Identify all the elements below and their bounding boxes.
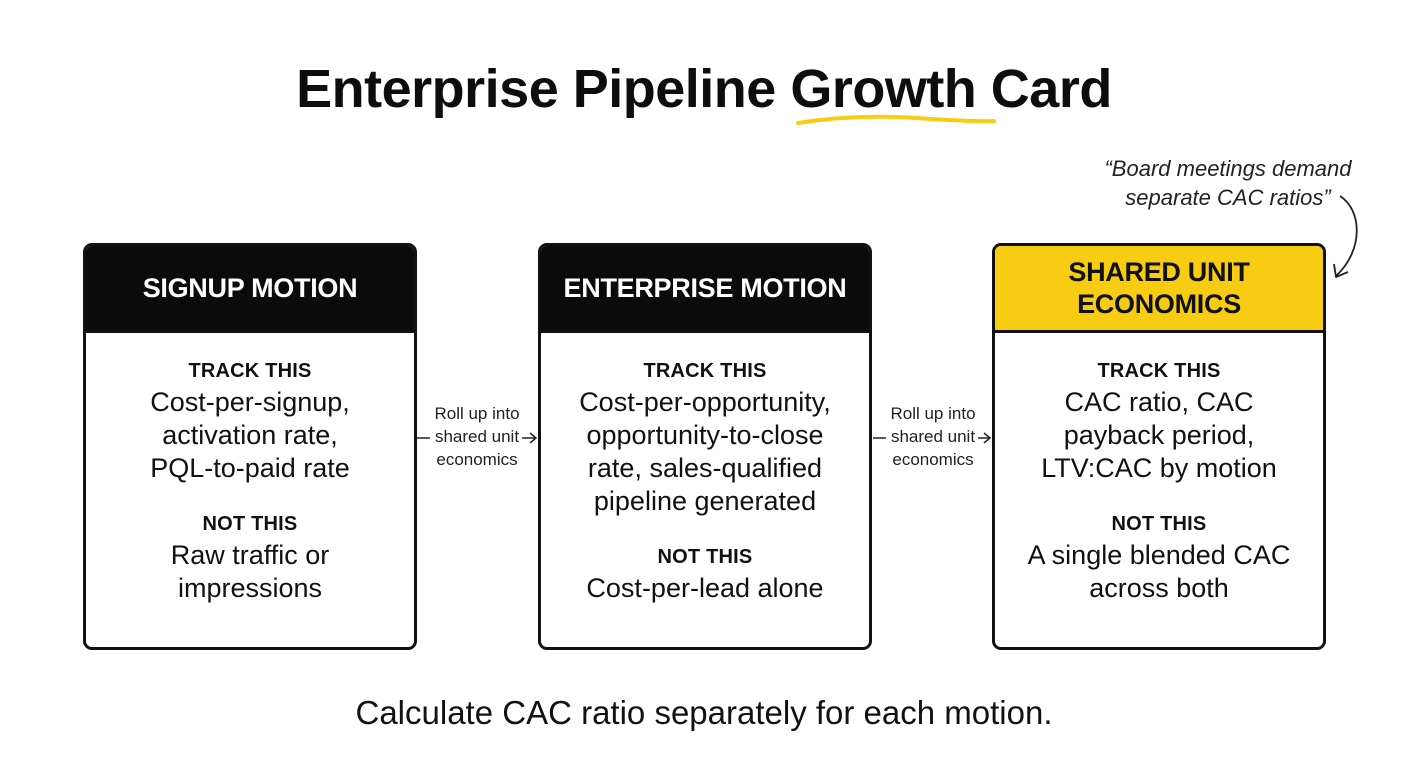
title-prefix: Enterprise Pipeline bbox=[296, 59, 791, 119]
connector-rollup-2: Roll up into shared unit economics bbox=[872, 402, 994, 471]
card-body: TRACK THIS CAC ratio, CAC payback period… bbox=[995, 360, 1323, 605]
title-area: Enterprise Pipeline Growth Card bbox=[0, 58, 1408, 120]
connector-line: economics bbox=[892, 450, 974, 469]
not-line: Cost-per-lead alone bbox=[586, 573, 824, 603]
connector-line: economics bbox=[436, 450, 518, 469]
track-line: rate, sales-qualified bbox=[587, 453, 823, 483]
track-line: LTV:CAC by motion bbox=[1041, 453, 1277, 483]
page-title: Enterprise Pipeline Growth Card bbox=[296, 58, 1112, 120]
connector-line: shared unit bbox=[434, 427, 520, 446]
not-line: Raw traffic or bbox=[170, 540, 330, 570]
card-header-text: ENTERPRISE MOTION bbox=[563, 273, 847, 303]
connector-line: Roll up into bbox=[890, 404, 976, 423]
title-highlight-word: Growth bbox=[790, 59, 977, 119]
card-header-text: SIGNUP MOTION bbox=[142, 273, 358, 303]
track-label: TRACK THIS bbox=[1097, 360, 1221, 382]
card-header-line: SHARED UNIT bbox=[1068, 257, 1250, 287]
quote-line-2: separate CAC ratios” bbox=[1125, 185, 1331, 210]
quote-line-1: “Board meetings demand bbox=[1104, 156, 1352, 181]
card-body: TRACK THIS Cost-per-signup, activation r… bbox=[86, 360, 414, 605]
curved-arrow-icon bbox=[1333, 195, 1358, 278]
not-line: across both bbox=[1089, 573, 1229, 603]
track-line: opportunity-to-close bbox=[586, 420, 824, 450]
track-label: TRACK THIS bbox=[643, 360, 767, 382]
not-value: Cost-per-lead alone bbox=[559, 572, 851, 605]
connector-line: shared unit bbox=[890, 427, 976, 446]
card-header: ENTERPRISE MOTION bbox=[541, 246, 869, 333]
title-underline bbox=[796, 114, 996, 125]
not-line: A single blended CAC bbox=[1027, 540, 1291, 570]
track-line: CAC ratio, CAC bbox=[1064, 387, 1254, 417]
track-line: activation rate, bbox=[162, 420, 338, 450]
track-line: pipeline generated bbox=[593, 486, 817, 516]
card-enterprise-motion: ENTERPRISE MOTION TRACK THIS Cost-per-op… bbox=[538, 243, 872, 650]
arrow-right-icon bbox=[417, 432, 538, 444]
not-line: impressions bbox=[177, 573, 323, 603]
not-label: NOT THIS bbox=[1111, 513, 1207, 535]
title-suffix: Card bbox=[976, 59, 1113, 119]
track-value: CAC ratio, CAC payback period, LTV:CAC b… bbox=[1013, 386, 1305, 485]
track-line: payback period, bbox=[1063, 420, 1255, 450]
card-header: SIGNUP MOTION bbox=[86, 246, 414, 333]
track-line: PQL-to-paid rate bbox=[150, 453, 350, 483]
not-value: Raw traffic or impressions bbox=[104, 539, 396, 605]
track-line: Cost-per-signup, bbox=[150, 387, 350, 417]
card-body: TRACK THIS Cost-per-opportunity, opportu… bbox=[541, 360, 869, 605]
not-value: A single blended CAC across both bbox=[1013, 539, 1305, 605]
card-header: SHARED UNIT ECONOMICS bbox=[995, 246, 1323, 333]
track-value: Cost-per-signup, activation rate, PQL-to… bbox=[104, 386, 396, 485]
track-label: TRACK THIS bbox=[188, 360, 312, 382]
card-signup-motion: SIGNUP MOTION TRACK THIS Cost-per-signup… bbox=[83, 243, 417, 650]
not-label: NOT THIS bbox=[657, 546, 753, 568]
not-label: NOT THIS bbox=[202, 513, 298, 535]
track-line: Cost-per-opportunity, bbox=[579, 387, 831, 417]
arrow-right-icon bbox=[873, 432, 992, 444]
connector-line: Roll up into bbox=[434, 404, 520, 423]
connector-rollup-1: Roll up into shared unit economics bbox=[416, 402, 538, 471]
board-quote: “Board meetings demand separate CAC rati… bbox=[1086, 154, 1370, 212]
card-header-line: ECONOMICS bbox=[1077, 289, 1241, 319]
track-value: Cost-per-opportunity, opportunity-to-clo… bbox=[559, 386, 851, 518]
footer-caption: Calculate CAC ratio separately for each … bbox=[355, 694, 1053, 731]
card-shared-unit-economics: SHARED UNIT ECONOMICS TRACK THIS CAC rat… bbox=[992, 243, 1326, 650]
